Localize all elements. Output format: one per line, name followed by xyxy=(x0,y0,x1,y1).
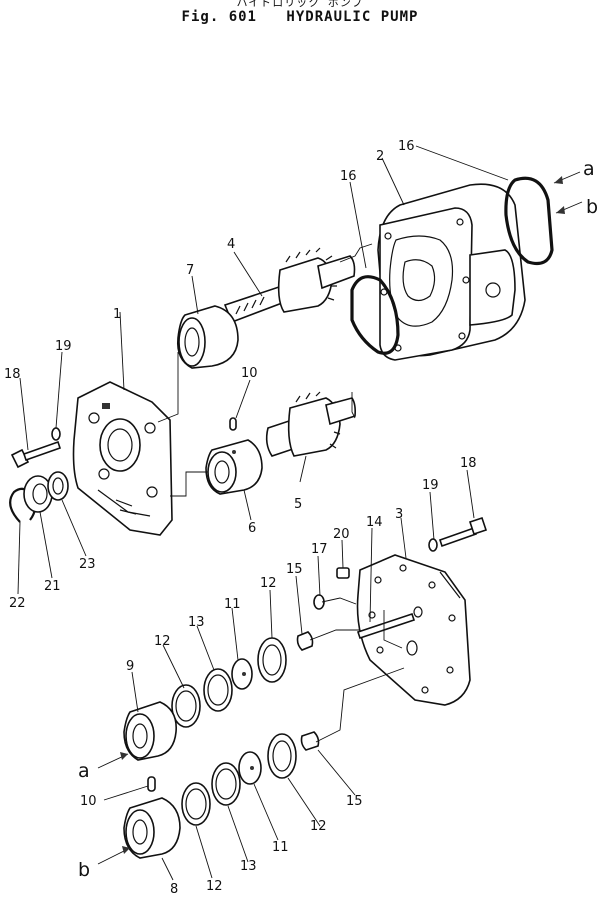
rear-cover-part-3 xyxy=(356,554,471,706)
label-part-3: 3 xyxy=(395,507,403,522)
label-part-15-upper: 15 xyxy=(286,562,303,577)
label-part-21: 21 xyxy=(44,579,61,594)
reference-arrows xyxy=(97,171,583,865)
label-part-13-upper: 13 xyxy=(188,615,205,630)
bolt-part-18-right xyxy=(438,516,488,548)
backup-ring-part-13-upper xyxy=(203,668,233,712)
figure-number: Fig. 601 xyxy=(181,9,257,25)
seal-part-23 xyxy=(47,471,69,501)
label-part-10-upper: 10 xyxy=(241,366,258,381)
figure-title-japanese: ハイドロリック ポンプ xyxy=(236,0,364,9)
backup-ring-part-13-lower xyxy=(211,762,241,806)
reference-letter-b-top: b xyxy=(586,196,598,218)
label-part-18-left: 18 xyxy=(4,367,21,382)
label-part-18-right: 18 xyxy=(460,456,477,471)
label-part-7: 7 xyxy=(186,263,194,278)
figure-title: Fig. 601 HYDRAULIC PUMP xyxy=(0,9,600,25)
label-part-19-right: 19 xyxy=(422,478,439,493)
label-part-13-lower: 13 xyxy=(240,859,257,874)
drive-gear-shaft-part-4 xyxy=(223,247,356,324)
label-part-16-right: 16 xyxy=(398,139,415,154)
front-cover-part-1 xyxy=(72,381,173,536)
label-part-19-left: 19 xyxy=(55,339,72,354)
pump-body-part-2 xyxy=(377,183,526,361)
pin-part-14 xyxy=(356,612,416,640)
plug-part-20 xyxy=(336,567,350,579)
bushing-part-6 xyxy=(205,439,263,495)
check-valve-part-15-lower xyxy=(300,731,320,751)
washer-part-19-right xyxy=(428,538,438,552)
seal-ring-part-12-upper-b xyxy=(171,684,201,728)
label-part-23: 23 xyxy=(79,557,96,572)
label-part-22: 22 xyxy=(9,596,26,611)
plate-part-11-lower xyxy=(238,751,262,785)
seal-ring-part-12-upper-a xyxy=(257,637,287,683)
figure-name: HYDRAULIC PUMP xyxy=(286,9,419,25)
label-part-17: 17 xyxy=(311,542,328,557)
label-part-12-d: 12 xyxy=(206,879,223,894)
pin-part-10-lower xyxy=(147,776,156,792)
seal-ring-part-12-lower-b xyxy=(181,782,211,826)
label-part-11-lower: 11 xyxy=(272,840,289,855)
label-part-4: 4 xyxy=(227,237,235,252)
washer-part-19-left xyxy=(51,427,61,441)
check-valve-part-15-upper xyxy=(296,631,314,651)
label-part-10-lower: 10 xyxy=(80,794,97,809)
bushing-part-8 xyxy=(123,797,181,859)
o-ring-part-16-right xyxy=(504,176,554,266)
reference-letter-b-bottom: b xyxy=(78,859,90,881)
label-part-9: 9 xyxy=(126,659,134,674)
label-part-2: 2 xyxy=(376,149,384,164)
figure-header: ハイドロリック ポンプ Fig. 601 HYDRAULIC PUMP xyxy=(0,0,600,25)
reference-letter-a-top: a xyxy=(583,158,595,180)
seal-ring-part-12-lower-a xyxy=(267,733,297,779)
label-part-8: 8 xyxy=(170,882,178,897)
reference-letters: a b a b xyxy=(78,158,598,881)
o-ring-part-16-left xyxy=(350,275,400,355)
label-part-12-a: 12 xyxy=(260,576,277,591)
label-part-14: 14 xyxy=(366,515,383,530)
bolt-part-18-left xyxy=(10,440,62,469)
label-part-1: 1 xyxy=(113,307,121,322)
pin-part-10-upper xyxy=(229,417,237,431)
callout-lines xyxy=(17,145,509,881)
driven-gear-part-5 xyxy=(265,391,356,457)
bushing-part-9 xyxy=(123,701,177,761)
label-part-12-b: 12 xyxy=(154,634,171,649)
label-part-20: 20 xyxy=(333,527,350,542)
assembly-lines xyxy=(157,243,405,743)
label-part-15-lower: 15 xyxy=(346,794,363,809)
part-number-labels: 1 2 3 4 5 6 7 8 9 10 10 11 11 12 12 12 1… xyxy=(4,139,477,897)
reference-letter-a-bottom: a xyxy=(78,760,90,782)
plate-part-11-upper xyxy=(231,658,253,690)
label-part-5: 5 xyxy=(294,497,302,512)
label-part-12-c: 12 xyxy=(310,819,327,834)
label-part-11-upper: 11 xyxy=(224,597,241,612)
label-part-16-left: 16 xyxy=(340,169,357,184)
bushing-part-7 xyxy=(176,305,239,369)
label-part-6: 6 xyxy=(248,521,256,536)
